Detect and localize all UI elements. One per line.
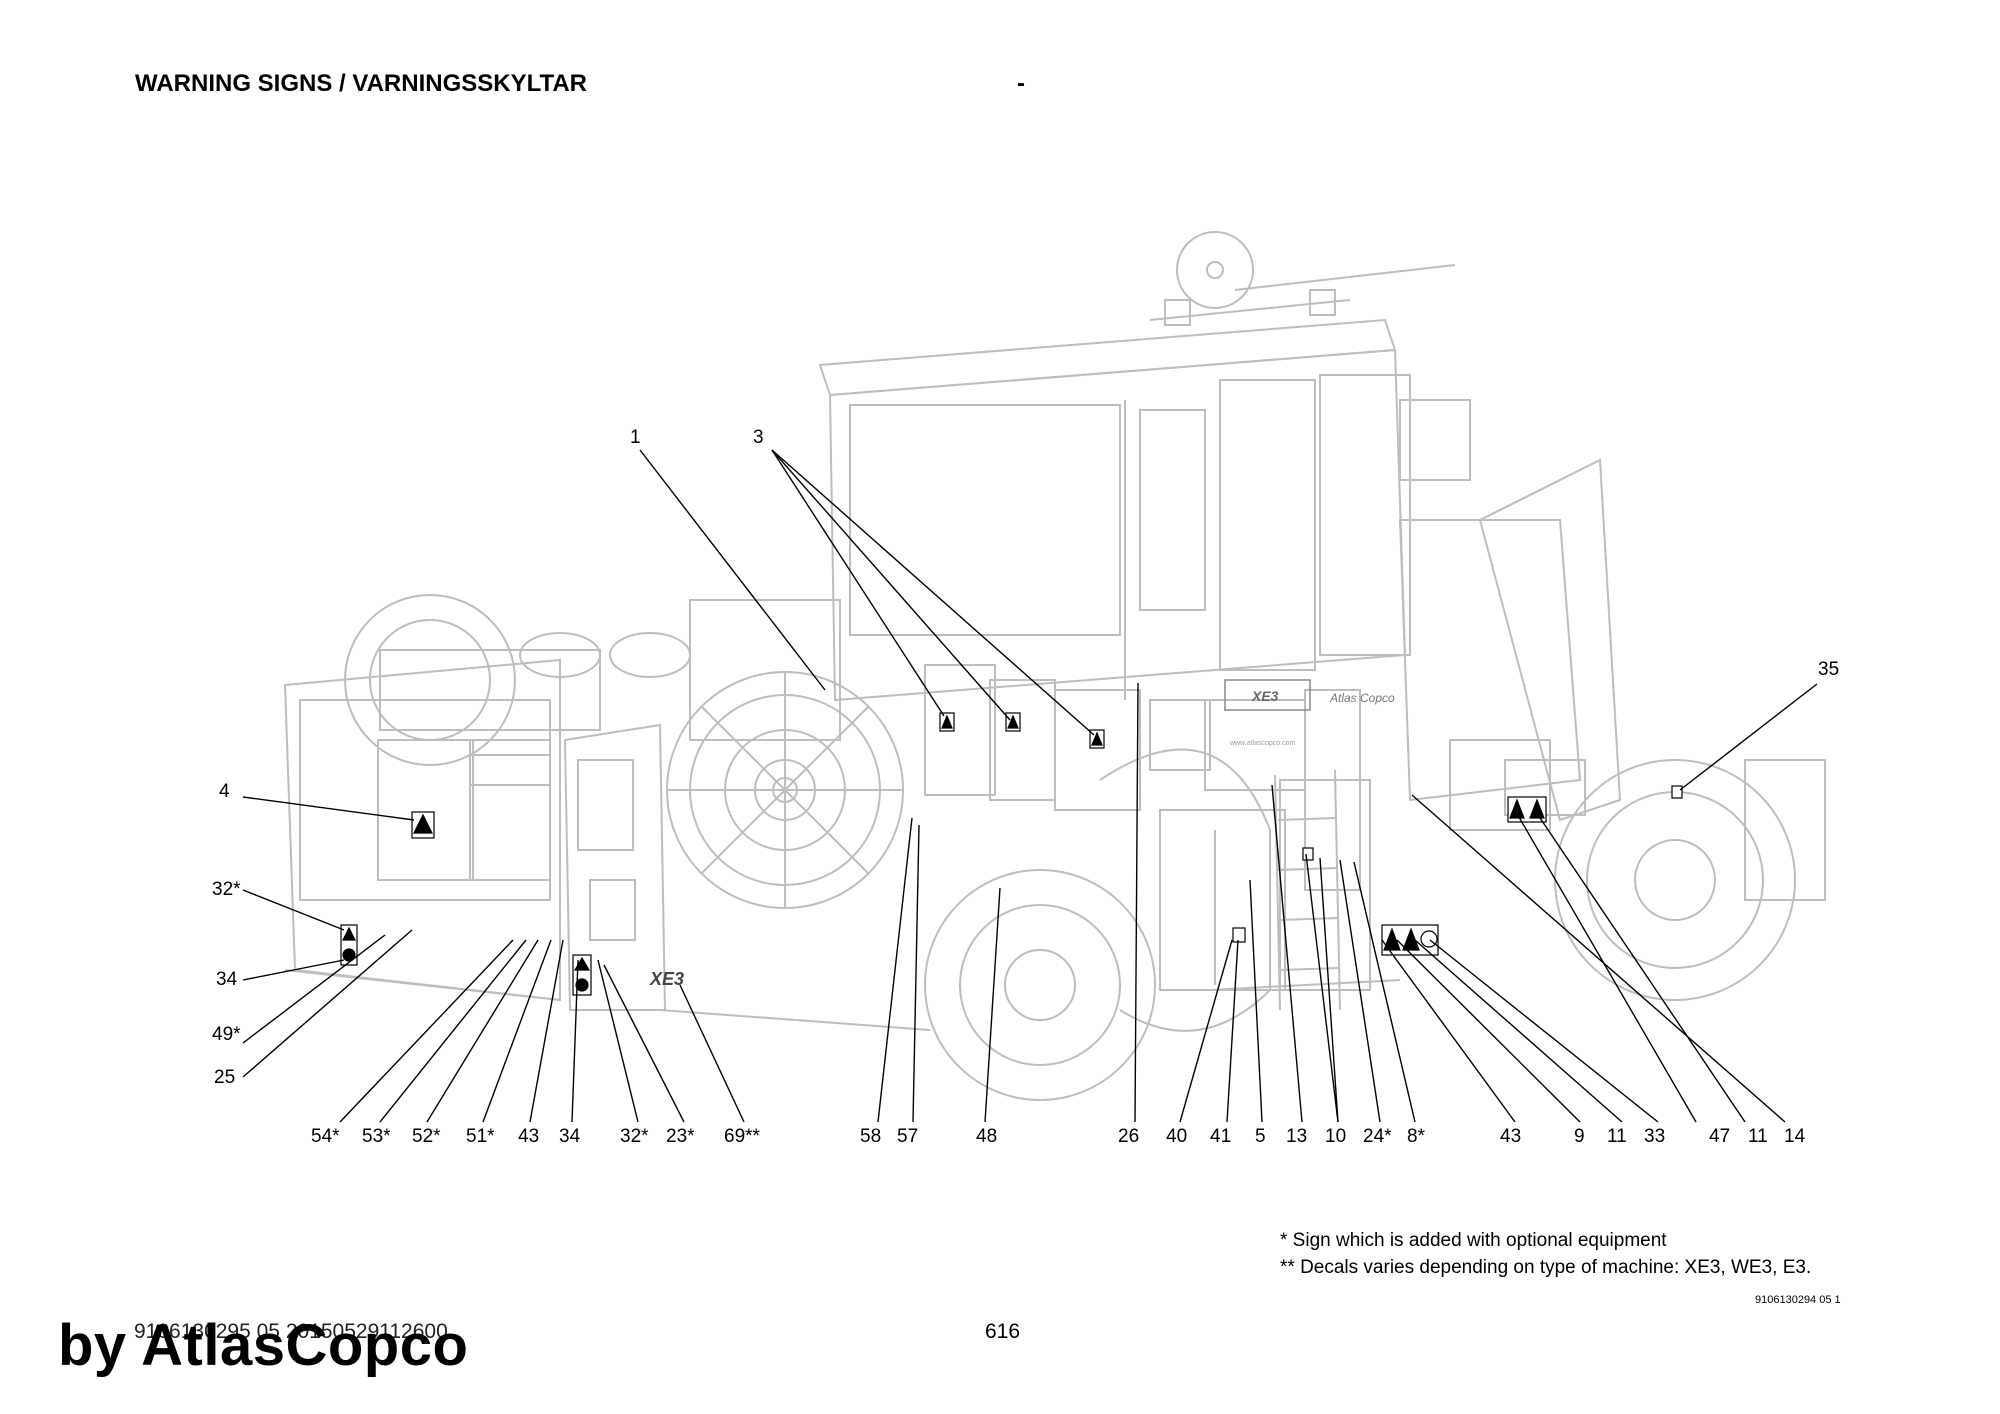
decal-32-34-left-icon (340, 924, 358, 966)
callout-52s: 52* (412, 1126, 441, 1147)
callout-23s: 23* (666, 1126, 695, 1147)
decal-4-icon (411, 811, 435, 839)
callout-33: 33 (1644, 1126, 1665, 1147)
warning-decals (340, 712, 1683, 996)
watermark: by AtlasCopco (58, 1313, 469, 1378)
page-number: 616 (985, 1320, 1021, 1343)
decal-3b-icon (1005, 712, 1021, 732)
callout-54s: 54* (311, 1126, 340, 1147)
callout-32s: 32* (620, 1126, 649, 1147)
callout-34-left: 34 (216, 969, 238, 990)
note-decal-variants: ** Decals varies depending on type of ma… (1280, 1257, 1812, 1278)
decal-35-icon (1671, 785, 1683, 799)
decal-10-icon (1302, 847, 1314, 861)
machine-outline (283, 231, 1826, 1101)
decal-47-11-14-icon (1507, 796, 1547, 823)
website-badge: www.atlascopco.com (1229, 740, 1296, 747)
decal-40-41-icon (1232, 927, 1246, 943)
callout-3: 3 (753, 427, 764, 448)
callout-41: 41 (1210, 1126, 1231, 1147)
title-dash: - (1017, 70, 1025, 97)
callout-35: 35 (1818, 659, 1839, 680)
callout-43a: 43 (518, 1126, 539, 1147)
callout-53s: 53* (362, 1126, 391, 1147)
callout-69ss: 69** (724, 1126, 761, 1147)
footer-document-ref: 9106130295 05 20150529112600 (134, 1320, 448, 1343)
callout-48: 48 (976, 1126, 997, 1147)
machine-badges: XE3 XE3 Atlas Copco www.atlascopco.com (649, 679, 1395, 989)
callout-11a: 11 (1607, 1126, 1627, 1147)
callout-32s-left: 32* (212, 879, 241, 900)
callout-51s: 51* (466, 1126, 495, 1147)
drawing-reference: 9106130294 05 1 (1755, 1294, 1841, 1306)
callout-58: 58 (860, 1126, 881, 1147)
callout-14: 14 (1784, 1126, 1806, 1147)
callout-34: 34 (559, 1126, 581, 1147)
decal-3a-icon (939, 712, 955, 732)
note-optional-equipment: * Sign which is added with optional equi… (1280, 1230, 1667, 1251)
callout-4: 4 (219, 781, 230, 802)
leader-lines (242, 449, 1818, 1123)
callout-13: 13 (1286, 1126, 1307, 1147)
callout-40: 40 (1166, 1126, 1187, 1147)
callout-24s: 24* (1363, 1126, 1392, 1147)
front-xe3-badge: XE3 (649, 969, 684, 989)
decal-34-front-icon (572, 954, 592, 996)
callout-9: 9 (1574, 1126, 1585, 1147)
callout-labels: 1 3 4 32* 34 49* 25 35 54* 53* 52* 51* 4… (212, 427, 1839, 1147)
callout-57: 57 (897, 1126, 918, 1147)
page-title: WARNING SIGNS / VARNINGSSKYLTAR (135, 70, 588, 97)
callout-49s: 49* (212, 1024, 241, 1045)
brand-badge: Atlas Copco (1329, 691, 1395, 705)
callout-8s: 8* (1407, 1126, 1426, 1147)
callout-5: 5 (1255, 1126, 1266, 1147)
callout-10: 10 (1325, 1126, 1346, 1147)
callout-1: 1 (630, 427, 641, 448)
callout-43b: 43 (1500, 1126, 1521, 1147)
callout-47: 47 (1709, 1126, 1730, 1147)
callout-26: 26 (1118, 1126, 1139, 1147)
callout-25: 25 (214, 1067, 235, 1088)
callout-11b: 11 (1748, 1126, 1768, 1147)
side-xe3-badge: XE3 (1251, 688, 1279, 704)
